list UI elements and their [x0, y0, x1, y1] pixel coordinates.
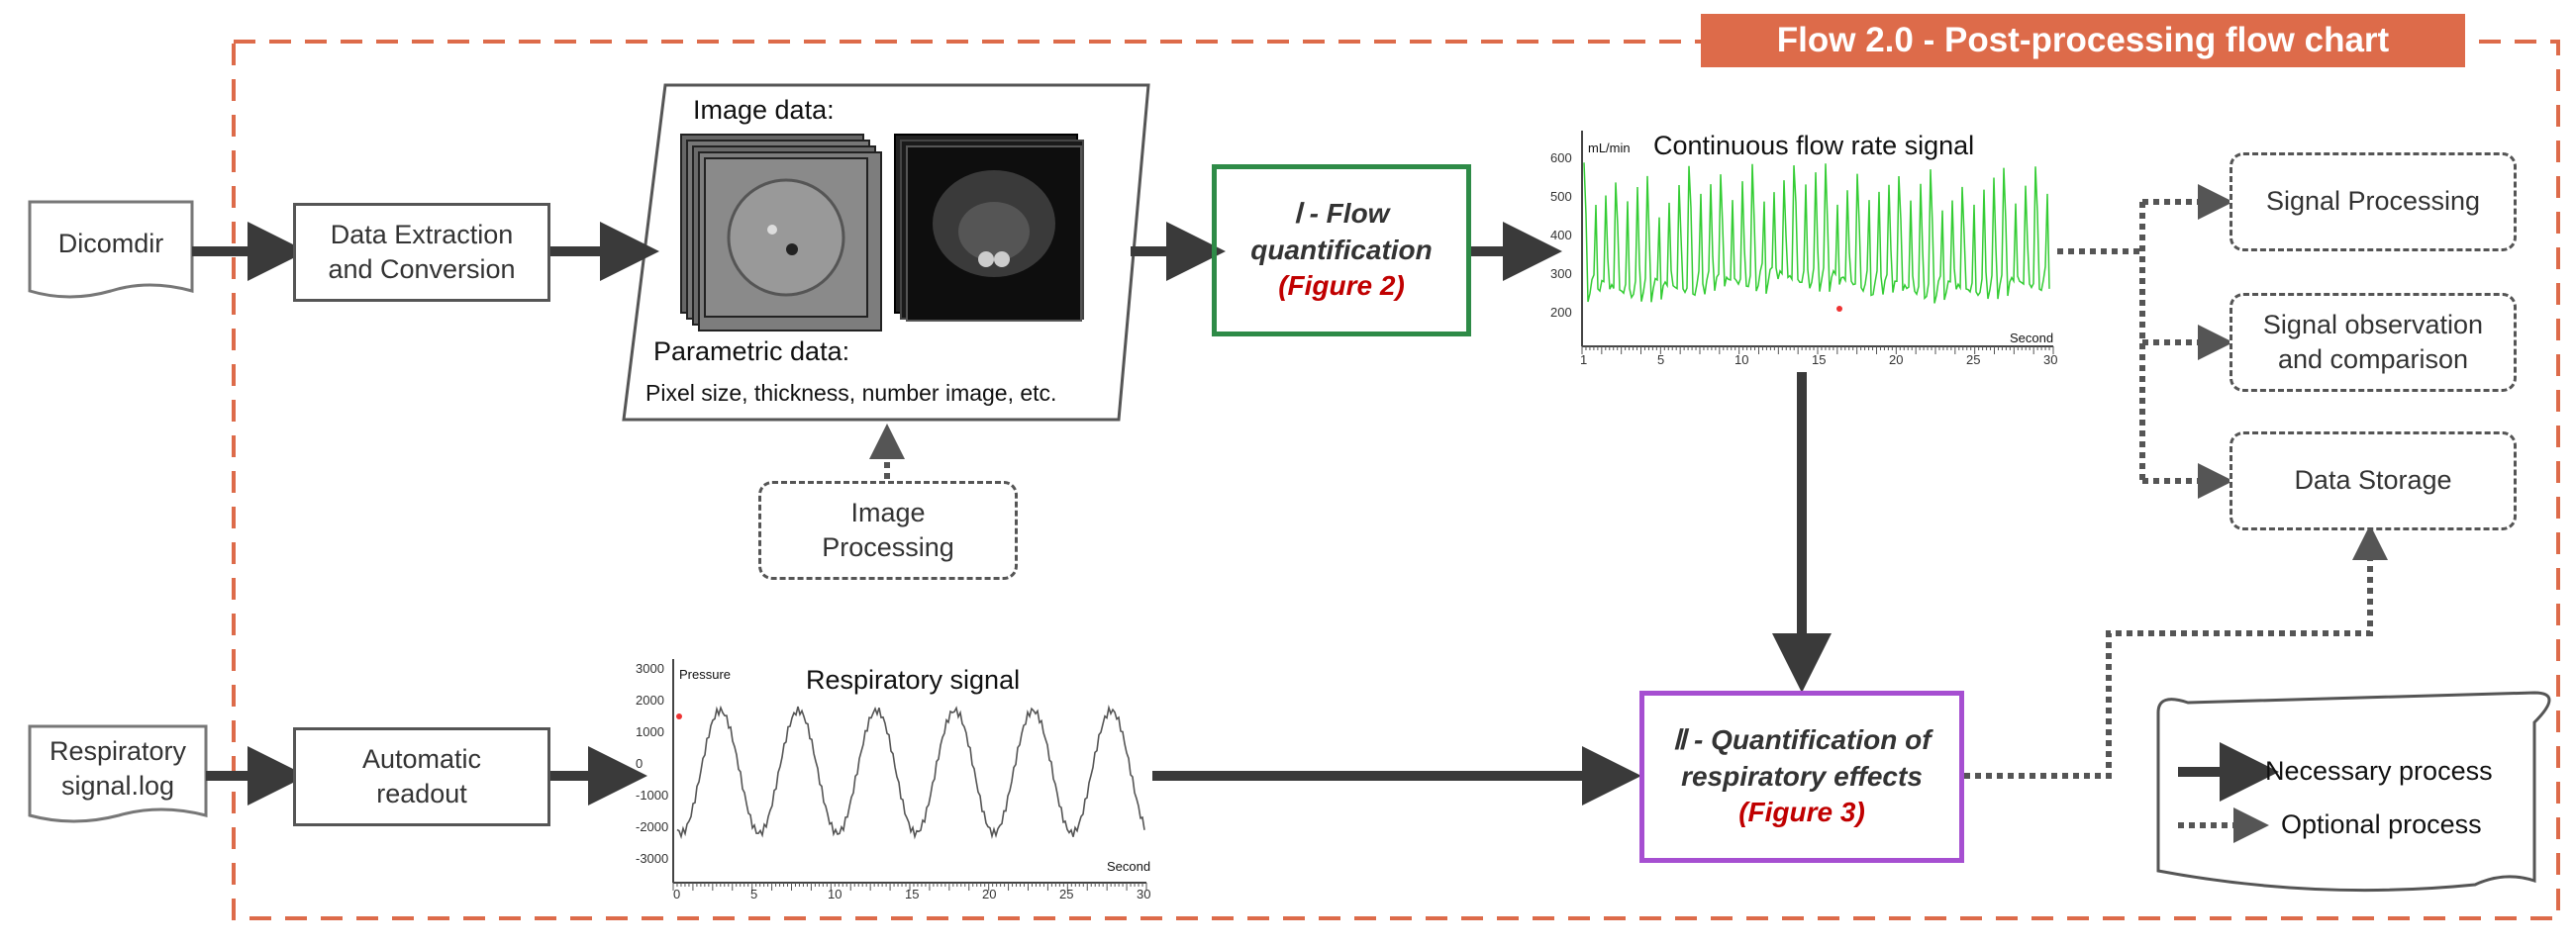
resp-x-tick-label: 0 [673, 887, 681, 901]
flow-y-tick-label: 600 [1550, 150, 1572, 165]
flow-chart [1581, 131, 2054, 354]
data-storage-box: Data Storage [2229, 431, 2517, 530]
dicomdir-document-shape [28, 200, 194, 299]
data-extraction-box: Data Extraction and Conversion [293, 203, 550, 302]
flow-x-tick-label: 5 [1657, 352, 1665, 367]
flow-x-tick-label: 15 [1812, 352, 1827, 367]
parametric-data-detail: Pixel size, thickness, number image, etc… [645, 380, 1057, 406]
magnitude-image-stack [894, 134, 1084, 322]
flow-x-tick-label: 1 [1580, 352, 1588, 367]
dicomdir-label: Dicomdir [57, 229, 164, 259]
resp-x-minor-ticks [672, 883, 1147, 891]
flow-x-minor-ticks [1581, 346, 2054, 354]
flow-x-tick-label: 10 [1734, 352, 1749, 367]
resp-chart-title: Respiratory signal [806, 665, 1021, 695]
flow-x-tick-label: 30 [2043, 352, 2058, 367]
figure-2-ref: (Figure 2) [1278, 270, 1405, 302]
legend-necessary-label: Necessary process [2265, 756, 2493, 786]
dotted-arrow-resp-to-storage [1964, 524, 2388, 779]
resp-signal-line [676, 705, 1145, 840]
respiratory-quantification-box: Ⅱ - Quantification of respiratory effect… [1639, 691, 1964, 863]
legend-scroll-shape [2156, 691, 2551, 893]
parametric-data-label: Parametric data: [653, 336, 850, 366]
resp-x-tick-label: 20 [982, 887, 997, 901]
signal-observation-box: Signal observation and comparison [2229, 293, 2517, 392]
respiratory-log-document-shape [28, 724, 208, 823]
resp-y-tick-label: 2000 [636, 693, 664, 708]
flow-y-tick-label: 300 [1550, 266, 1572, 281]
resp-marker [676, 713, 682, 719]
resp-x-tick-label: 30 [1137, 887, 1151, 901]
flow-y-tick-label: 500 [1550, 189, 1572, 204]
resp-quantification-title: Ⅱ - Quantification of [1672, 724, 1932, 756]
chart-title-banner: Flow 2.0 - Post-processing flow chart [1701, 14, 2465, 67]
image-data-label: Image data: [693, 95, 835, 125]
respiratory-log-label: Respiratory signal.log [49, 735, 187, 801]
resp-x-tick-label: 15 [905, 887, 920, 901]
resp-y-unit: Pressure [679, 667, 732, 682]
phase-image-stack [680, 134, 882, 332]
flow-quantification-subtitle: quantification [1250, 234, 1433, 265]
resp-x-tick-label: 5 [750, 887, 758, 901]
flow-y-tick-label: 200 [1550, 305, 1572, 320]
figure-3-ref: (Figure 3) [1738, 797, 1865, 828]
flow-y-tick-label: 400 [1550, 228, 1572, 242]
resp-y-tick-label: 0 [636, 756, 644, 771]
resp-y-tick-label: -1000 [636, 788, 669, 803]
resp-y-tick-label: 3000 [636, 661, 664, 676]
resp-x-tick-label: 25 [1059, 887, 1074, 901]
resp-x-tick-label: 10 [828, 887, 842, 901]
resp-chart [672, 659, 1147, 891]
flow-quantification-box: Ⅰ - Flow quantification (Figure 2) [1212, 164, 1471, 336]
flow-chart-title: Continuous flow rate signal [1653, 131, 1975, 160]
flow-x-unit: Second [2010, 331, 2054, 345]
resp-x-unit: Second [1107, 859, 1151, 874]
resp-y-tick-label: 1000 [636, 724, 664, 739]
resp-quantification-subtitle: respiratory effects [1681, 760, 1923, 792]
flow-signal-line [1583, 162, 2050, 304]
flow-quantification-title: Ⅰ - Flow [1293, 198, 1390, 230]
legend-optional-label: Optional process [2281, 809, 2482, 839]
outer-frame [232, 40, 2560, 920]
flow-x-tick-label: 20 [1889, 352, 1904, 367]
automatic-readout-box: Automatic readout [293, 727, 550, 826]
signal-processing-box: Signal Processing [2229, 152, 2517, 251]
resp-y-tick-label: -2000 [636, 819, 669, 834]
flow-y-unit: mL/min [1588, 141, 1631, 155]
flow-marker [1836, 306, 1842, 312]
flow-x-tick-label: 25 [1966, 352, 1981, 367]
resp-y-tick-label: -3000 [636, 851, 669, 866]
image-processing-box: Image Processing [758, 481, 1018, 580]
